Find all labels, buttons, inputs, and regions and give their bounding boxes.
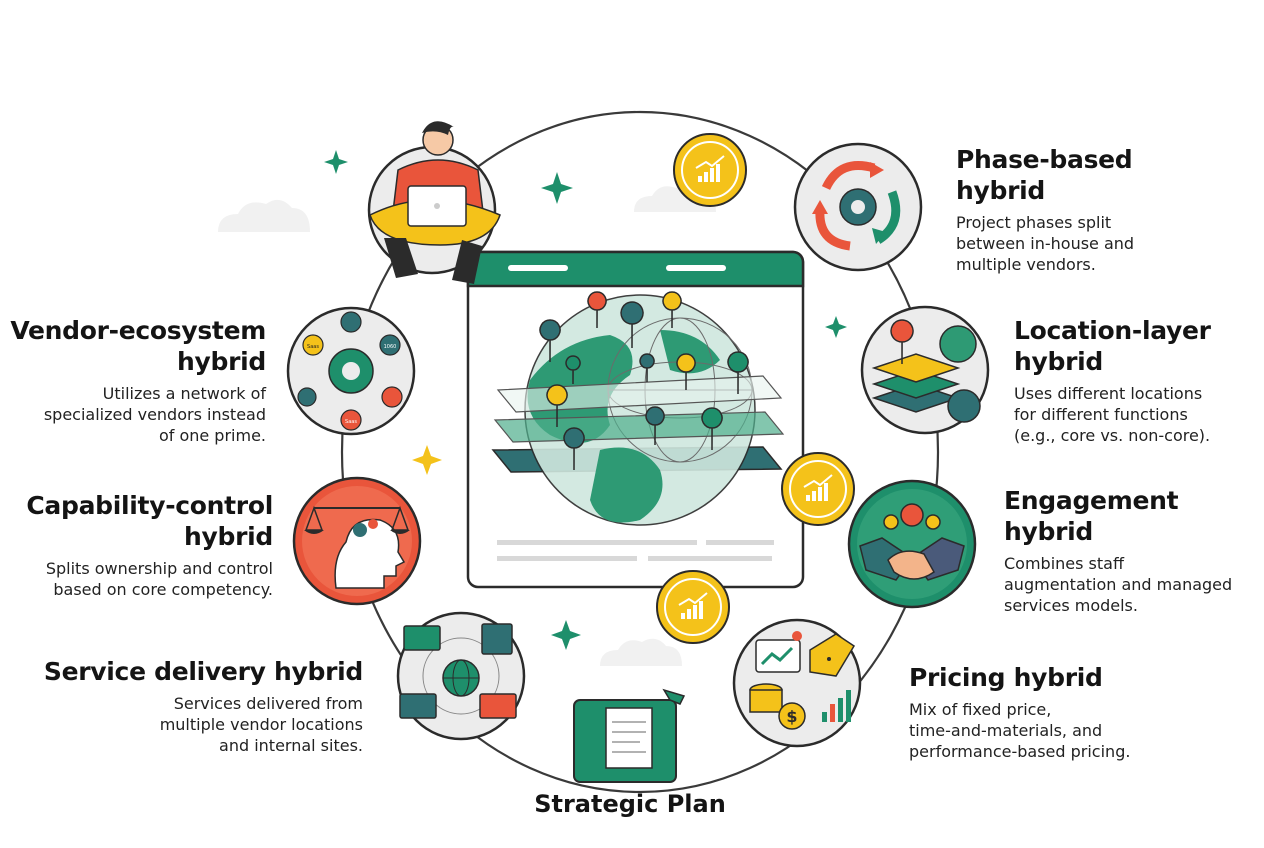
svg-text:$: $	[786, 707, 797, 726]
service-delivery-hybrid-title: Service delivery hybrid	[43, 657, 363, 686]
svg-text:Saas: Saas	[345, 419, 357, 425]
balance-head-gears-icon	[292, 476, 422, 606]
person-with-laptop-icon	[367, 121, 501, 284]
sparkle-icon	[324, 150, 847, 650]
pricing-hybrid-title: Pricing hybrid	[909, 663, 1103, 692]
pricing-hybrid-label: Pricing hybrid Mix of fixed price,time-a…	[909, 662, 1130, 762]
map-pin-icon	[539, 291, 749, 471]
handshake-gears-icon	[847, 479, 977, 609]
service-delivery-hybrid-label: Service delivery hybrid Services deliver…	[44, 656, 363, 756]
globe-map-illustration	[491, 294, 785, 526]
svg-text:Saas: Saas	[307, 344, 319, 350]
strategic-plan-label: Strategic Plan	[534, 790, 726, 818]
svg-text:1060: 1060	[384, 344, 397, 350]
strategic-plan-document-icon	[573, 688, 686, 783]
growth-chart-coin-icon	[656, 133, 855, 644]
orbit-ring	[340, 110, 940, 794]
pricing-coins-tag-icon: $	[732, 618, 862, 748]
service-delivery-network-icon	[396, 611, 526, 741]
phase-cycle-gear-icon	[793, 142, 923, 272]
location-layers-icon	[860, 305, 990, 435]
pricing-hybrid-desc: Mix of fixed price,time-and-materials, a…	[909, 700, 1131, 761]
vendor-gears-network-icon: Saas 1060 Saas	[286, 306, 416, 436]
